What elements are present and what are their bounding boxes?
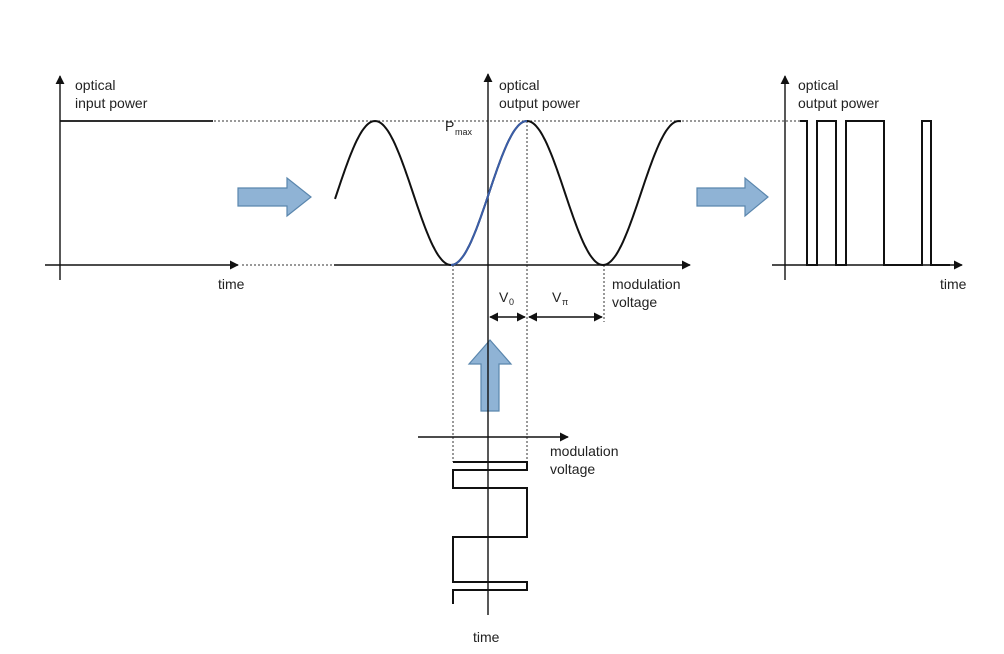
drive-voltage-waveform xyxy=(452,461,528,604)
vpi-subscript: π xyxy=(562,297,568,307)
v0-label: V xyxy=(499,289,509,305)
drive-axis-label-line1: modulation xyxy=(550,443,619,459)
right-arrow-2 xyxy=(696,176,769,218)
input-time-label: time xyxy=(218,276,245,292)
output-axis-label-line2: output power xyxy=(798,95,879,111)
output-time-label: time xyxy=(940,276,967,292)
transfer-y-label-line2: output power xyxy=(499,95,580,111)
drive-axis-label-line2: voltage xyxy=(550,461,595,477)
output-pulse-train xyxy=(800,120,950,266)
transfer-y-label-line1: optical xyxy=(499,77,539,93)
block-arrows xyxy=(237,176,769,412)
right-arrow-1 xyxy=(237,176,312,218)
input-panel: optical input power time xyxy=(45,75,245,292)
drive-panel: modulation voltage time xyxy=(418,432,619,645)
drive-time-label: time xyxy=(473,629,500,645)
output-axis-label-line1: optical xyxy=(798,77,838,93)
transfer-panel: optical output power P max modulation vo… xyxy=(334,73,691,615)
input-axis-label-line2: input power xyxy=(75,95,148,111)
transfer-highlight-segment xyxy=(450,120,528,266)
v0-subscript: 0 xyxy=(509,297,514,307)
transfer-x-label-line2: voltage xyxy=(612,294,657,310)
pmax-label: P xyxy=(445,118,454,134)
vpi-label: V xyxy=(552,289,562,305)
pmax-subscript: max xyxy=(455,127,473,137)
up-arrow xyxy=(467,339,513,412)
output-panel: optical output power time xyxy=(772,75,967,292)
dotted-guides xyxy=(214,120,800,462)
transfer-x-label-line1: modulation xyxy=(612,276,681,292)
input-axis-label-line1: optical xyxy=(75,77,115,93)
